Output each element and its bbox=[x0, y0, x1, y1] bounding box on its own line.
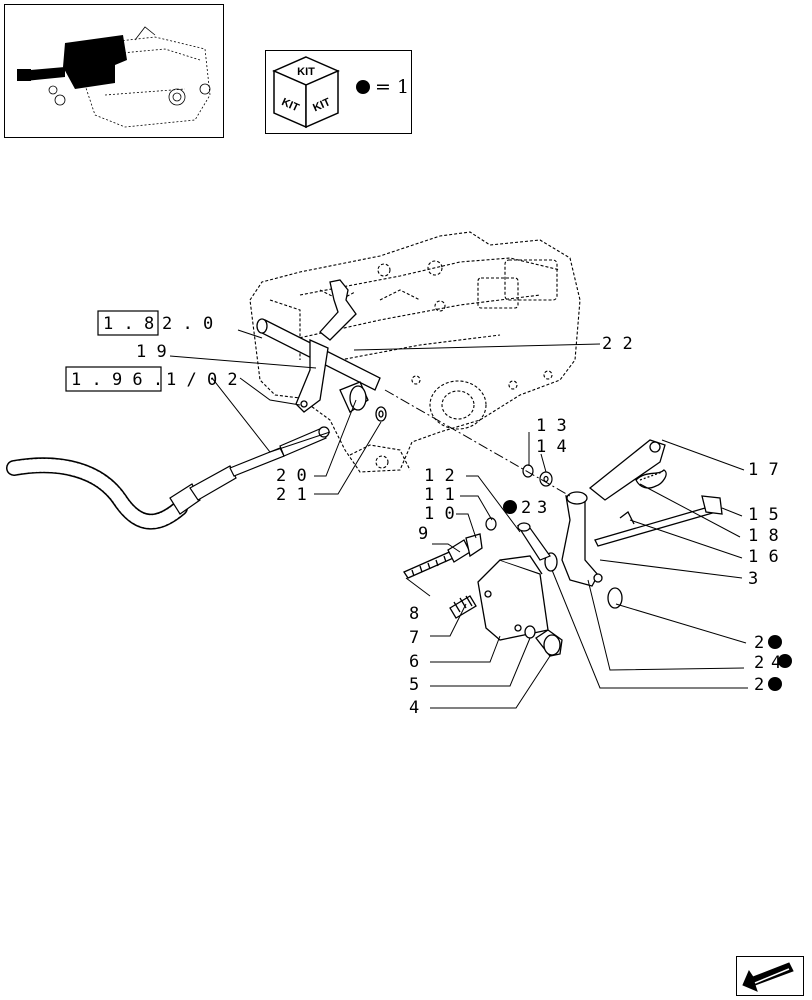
control-shaft bbox=[256, 279, 381, 413]
bushing-parts bbox=[339, 381, 387, 422]
ref-box-2[interactable] bbox=[65, 366, 162, 392]
lever-3 bbox=[544, 491, 623, 609]
callout-8: 8 bbox=[409, 604, 419, 624]
callout-3b: 3 bbox=[748, 569, 758, 589]
kit-label-top: KIT bbox=[297, 66, 315, 78]
callout-5: 5 bbox=[409, 675, 419, 695]
kit-equals-text: = 1 bbox=[375, 76, 410, 98]
kit-legend-box: KIT KIT KIT bbox=[265, 50, 412, 134]
callout-2a: 2 bbox=[521, 498, 531, 518]
callout-15: 1 5 bbox=[748, 505, 779, 525]
callout-14: 1 4 bbox=[536, 437, 567, 457]
control-cable bbox=[6, 426, 330, 530]
callout-10: 1 0 bbox=[424, 504, 455, 524]
kit-quantity: = 1 bbox=[356, 76, 409, 98]
callout-3a: 3 bbox=[537, 498, 547, 518]
callout-4b: 4 bbox=[771, 653, 781, 673]
callout-22: 2 2 bbox=[602, 334, 633, 354]
callout-21: 2 1 bbox=[276, 485, 307, 505]
ref-2-rest: 1 / 0 2 bbox=[166, 370, 238, 390]
callout-2c: 2 bbox=[754, 653, 764, 673]
callout-11: 1 1 bbox=[424, 485, 455, 505]
kit-marker-icon bbox=[768, 677, 782, 691]
assembly-thumbnail bbox=[4, 4, 224, 138]
callout-6: 6 bbox=[409, 652, 419, 672]
callout-2d: 2 bbox=[754, 675, 764, 695]
filled-circle-icon bbox=[356, 80, 370, 94]
kit-marker-icon bbox=[778, 654, 792, 668]
washers-pins bbox=[485, 464, 553, 561]
callout-13: 1 3 bbox=[536, 416, 567, 436]
kit-marker-icon bbox=[503, 500, 517, 514]
next-page-button[interactable] bbox=[736, 956, 804, 996]
callout-18: 1 8 bbox=[748, 526, 779, 546]
callout-12: 1 2 bbox=[424, 466, 455, 486]
callout-19: 1 9 bbox=[136, 342, 167, 362]
thumbnail-illustration bbox=[17, 26, 211, 128]
reference-boxes bbox=[65, 310, 162, 392]
ref-1-boxed[interactable]: 1 . 8 bbox=[103, 314, 154, 334]
leader-lines bbox=[169, 329, 748, 709]
callout-9: 9 bbox=[418, 524, 428, 544]
lever-assembly-right bbox=[588, 439, 723, 547]
kit-cube-icon: KIT KIT KIT bbox=[272, 56, 340, 129]
plate-assembly bbox=[403, 533, 563, 657]
ref-1-rest: 2 . 0 bbox=[162, 314, 213, 334]
callout-17: 1 7 bbox=[748, 460, 779, 480]
callout-20: 2 0 bbox=[276, 466, 307, 486]
callout-16: 1 6 bbox=[748, 547, 779, 567]
kit-marker-icon bbox=[768, 635, 782, 649]
arrow-icon bbox=[742, 962, 794, 992]
callout-4: 4 bbox=[409, 698, 419, 718]
ref-box-1[interactable] bbox=[97, 310, 159, 336]
callout-2b: 2 bbox=[754, 633, 764, 653]
ref-2-boxed[interactable]: 1 . 9 6 . bbox=[71, 370, 163, 390]
callout-7: 7 bbox=[409, 628, 419, 648]
